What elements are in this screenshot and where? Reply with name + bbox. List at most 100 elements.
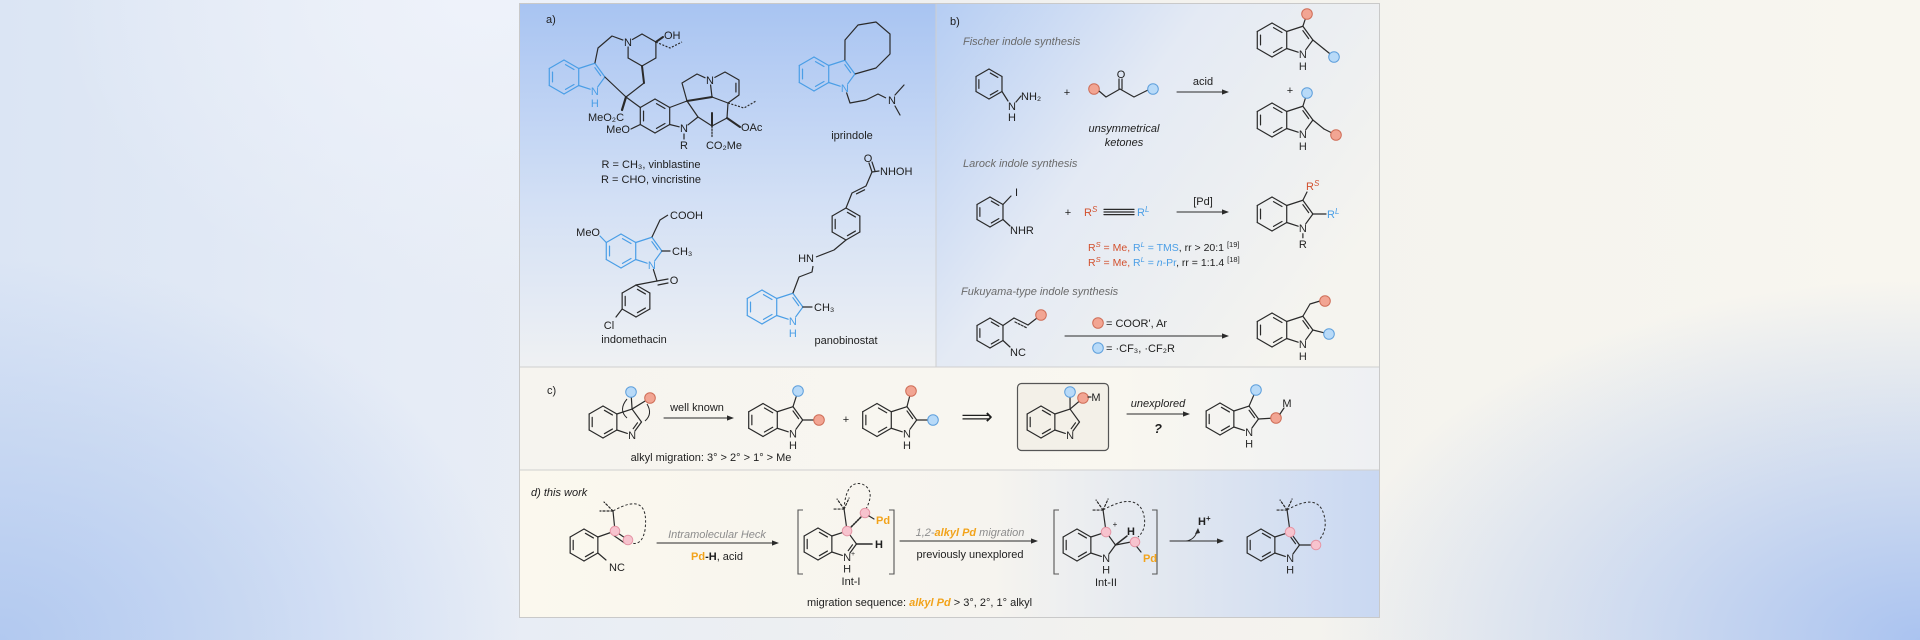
bond xyxy=(748,427,764,438)
oxygen-atom: O xyxy=(670,275,679,287)
bond xyxy=(616,429,628,434)
bond xyxy=(627,57,643,67)
bond xyxy=(654,250,663,262)
bond xyxy=(1302,320,1310,330)
larock-condition-1: RS = Me, RL = TMS, rr > 20:1 [19] xyxy=(1088,240,1240,255)
text-part: R xyxy=(1306,181,1314,193)
bond xyxy=(862,427,878,438)
bond xyxy=(605,233,622,244)
bond xyxy=(1069,408,1081,423)
bond xyxy=(1286,199,1304,207)
bond xyxy=(846,230,857,237)
panel-a-background xyxy=(519,3,936,367)
blue-substituent-dot xyxy=(1147,83,1159,95)
blue-substituent-dot xyxy=(1323,328,1335,340)
bond xyxy=(1219,426,1235,436)
indole-core: NH xyxy=(1062,528,1117,576)
dashed-ring xyxy=(1286,501,1326,541)
pink-atom-dot xyxy=(841,525,853,537)
bond xyxy=(1305,329,1314,341)
bond xyxy=(1292,544,1301,555)
bond xyxy=(1302,300,1321,317)
bond xyxy=(890,427,903,433)
bond xyxy=(1098,88,1149,98)
nitrogen-atom: N xyxy=(680,123,688,135)
indole-product: NH xyxy=(1246,498,1326,576)
bond xyxy=(798,81,815,92)
iprindole-caption: iprindole xyxy=(831,130,873,142)
bond xyxy=(1001,90,1009,102)
bond xyxy=(655,103,666,110)
bond xyxy=(588,429,604,439)
label: NC xyxy=(1010,347,1026,359)
bond xyxy=(603,428,614,435)
nitrogen-atom: N xyxy=(1102,553,1110,565)
bond xyxy=(746,314,763,325)
bond xyxy=(776,314,789,320)
acid-reagent: acid xyxy=(1193,76,1213,88)
unexplored-label: unexplored xyxy=(1131,398,1186,410)
nitrogen-atom: N xyxy=(1066,430,1074,442)
bond xyxy=(651,241,659,251)
bond xyxy=(687,116,699,126)
bond xyxy=(655,122,666,129)
pd-reagent: [Pd] xyxy=(1193,196,1213,208)
nitrogen-atom: N xyxy=(789,316,797,328)
hydrogen-atom: H xyxy=(1299,61,1307,73)
bond xyxy=(1271,196,1288,207)
bond xyxy=(762,402,778,413)
label: Cl xyxy=(604,320,614,332)
bond xyxy=(686,100,699,118)
bond xyxy=(989,196,1004,206)
red-substituent-dot xyxy=(1092,317,1104,329)
bond xyxy=(792,406,804,421)
red-substituent-dot xyxy=(1301,8,1313,20)
pd-h-acid-label: Pd-H, acid xyxy=(691,551,743,563)
alkyl-migration-note: alkyl migration: 3° > 2° > 1° > Me xyxy=(631,452,792,464)
bond xyxy=(1272,126,1283,133)
bond xyxy=(776,406,794,413)
bond xyxy=(1302,204,1310,214)
bond xyxy=(814,80,825,87)
bond xyxy=(1076,528,1092,538)
red-substituent-dot xyxy=(813,414,825,426)
bond xyxy=(906,406,918,421)
pink-atom-dot xyxy=(1100,526,1112,538)
bond xyxy=(1256,221,1273,232)
indole-core: NH xyxy=(1256,102,1314,153)
bond xyxy=(578,62,596,70)
label: COOH xyxy=(670,210,703,222)
bond xyxy=(1256,47,1273,58)
text-part: , rr > 20:1 xyxy=(1179,242,1227,254)
bond xyxy=(906,395,911,408)
bond xyxy=(1272,46,1283,53)
r-group: R xyxy=(1299,239,1307,251)
text-part: = Me, xyxy=(1101,242,1133,254)
label: ketones xyxy=(1105,137,1144,149)
text-part: -H xyxy=(705,551,717,563)
nitrogen-atom: N xyxy=(1286,553,1294,565)
label: NHOH xyxy=(880,166,912,178)
nitrogen-atom: N xyxy=(1245,427,1253,439)
pink-atom-dot xyxy=(1129,536,1141,548)
bond xyxy=(630,123,641,130)
bond xyxy=(1286,221,1299,227)
bond xyxy=(599,235,607,244)
bond xyxy=(1305,39,1314,51)
label: MeO xyxy=(606,124,630,136)
bond xyxy=(620,233,637,244)
text-part: 1,2- xyxy=(916,527,935,539)
hydrogen-atom: H xyxy=(1008,112,1016,124)
hydrogen-atom: H xyxy=(1245,438,1253,450)
bond xyxy=(1261,532,1272,539)
bond xyxy=(1102,498,1109,511)
protonation-arrow xyxy=(1169,538,1224,544)
bond xyxy=(1261,551,1272,558)
bond xyxy=(762,313,773,320)
positive-charge: + xyxy=(851,551,855,558)
bond xyxy=(578,84,591,90)
bond xyxy=(1302,199,1314,215)
bond xyxy=(847,73,856,85)
